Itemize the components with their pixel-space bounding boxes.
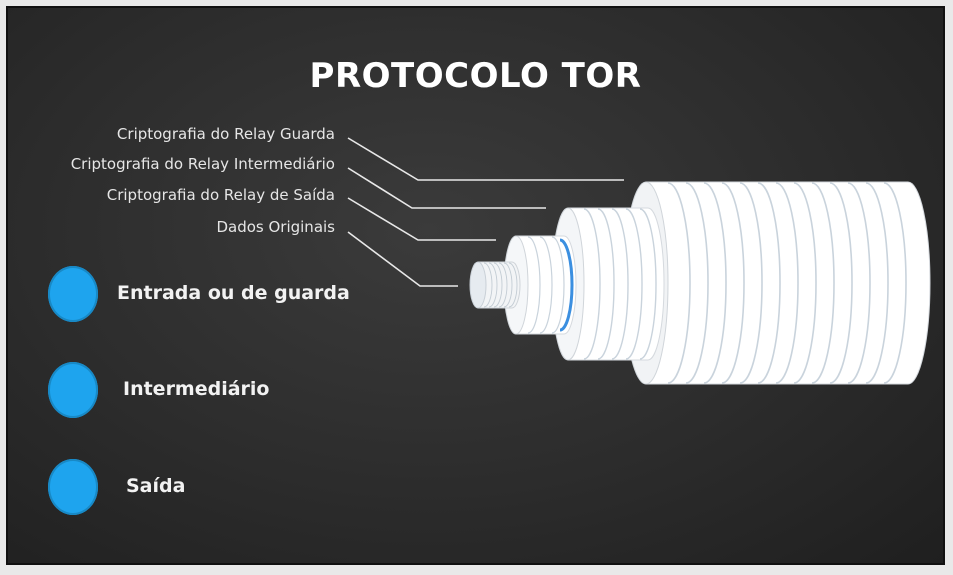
legend-item-exit: Saída	[48, 459, 368, 517]
label-original-data: Dados Originais	[216, 218, 335, 236]
slide-title: PROTOCOLO TOR	[309, 56, 642, 96]
legend-item-middle: Intermediário	[48, 362, 368, 420]
legend-dot-exit	[48, 459, 98, 515]
onion-cable-diagram	[347, 137, 931, 385]
legend-label-guard: Entrada ou de guarda	[117, 282, 350, 304]
exit-layer-relay	[503, 235, 577, 335]
label-middle-encryption: Criptografia do Relay Intermediário	[70, 155, 335, 173]
legend-dot-middle	[48, 362, 98, 418]
leader-line-middle	[347, 167, 546, 209]
legend-item-guard: Entrada ou de guarda	[48, 266, 368, 324]
leader-line-data	[347, 231, 458, 287]
label-guard-encryption: Criptografia do Relay Guarda	[116, 125, 335, 143]
leader-line-exit	[347, 197, 496, 241]
legend-dot-guard	[48, 266, 98, 322]
leader-line-guard	[347, 137, 624, 181]
core-original-data	[469, 261, 521, 309]
legend-label-middle: Intermediário	[123, 378, 270, 400]
legend-label-exit: Saída	[126, 475, 186, 497]
label-exit-encryption: Criptografia do Relay de Saída	[106, 186, 335, 204]
slide: PROTOCOLO TOR Criptografia do Relay Guar…	[6, 6, 945, 565]
outer-layer-guard	[623, 181, 931, 385]
